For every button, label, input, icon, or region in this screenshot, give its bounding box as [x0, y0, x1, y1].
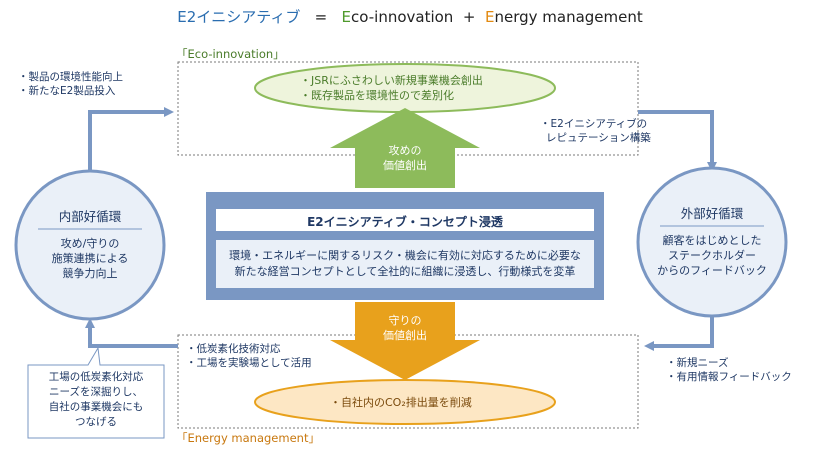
callout-line-4: つなげる — [75, 416, 117, 428]
center-heading: E2イニシアティブ・コンセプト浸透 — [307, 215, 503, 229]
attack-line-2: 価値創出 — [383, 159, 427, 172]
external-circle-shape — [636, 166, 788, 318]
loop-right-top — [638, 110, 717, 172]
attack-arrow-label: 攻めの 価値創出 — [370, 143, 440, 173]
callout-line-2: ニーズを深掘りし、 — [49, 386, 143, 398]
center-body-1: 環境・エネルギーに関するリスク・機会に有効に対応するために必要な — [229, 249, 581, 262]
eco-frame-label: 「Eco-innovation」 — [176, 47, 285, 61]
right-bottom-note-2: ・有用情報フィードバック — [666, 371, 792, 383]
energy-note-2: ・工場を実験場として活用 — [186, 357, 312, 369]
eco-line-2: ・既存製品を環境性ので差別化 — [300, 89, 454, 102]
energy-left-notes: ・低炭素化技術対応 ・工場を実験場として活用 — [186, 342, 312, 370]
loop-left-bottom — [85, 318, 178, 348]
internal-body-2: 施策連携による — [51, 252, 129, 265]
right-top-note-1: ・E2イニシアティブの — [540, 118, 648, 130]
internal-circle-title: 内部好循環 — [58, 209, 122, 224]
title-e2: E2イニシアティブ — [177, 8, 301, 26]
defense-line-2: 価値創出 — [383, 329, 427, 342]
title-eco-letter: E — [341, 8, 352, 26]
energy-frame-label: 「Energy management」 — [176, 431, 320, 445]
eco-ellipse-text: ・JSRにふさわしい新規事業機会創出 ・既存製品を環境性ので差別化 — [300, 73, 483, 103]
center-heading-bar — [216, 209, 594, 231]
external-circle-body: 顧客をはじめとした ステークホルダー からのフィードバック — [645, 233, 779, 278]
energy-note-1: ・低炭素化技術対応 — [186, 343, 281, 355]
loop-left-top — [88, 107, 174, 172]
title-energy-letter: E — [484, 8, 495, 26]
callout-line-3: 自社の事業機会にも — [48, 401, 144, 413]
external-body-2: ステークホルダー — [668, 249, 756, 262]
left-top-note-2: ・新たなE2製品投入 — [18, 85, 116, 97]
internal-body-1: 攻め/守りの — [60, 237, 120, 250]
callout-line-1: 工場の低炭素化対応 — [48, 371, 144, 383]
defense-line-1: 守りの — [388, 314, 422, 327]
eco-line-1: ・JSRにふさわしい新規事業機会創出 — [300, 74, 483, 87]
left-top-note-1: ・製品の環境性能向上 — [18, 71, 123, 83]
title-energy-rest: nergy management — [494, 8, 643, 26]
right-bottom-note-1: ・新規ニーズ — [666, 357, 729, 369]
eco-innovation-frame — [177, 61, 639, 156]
callout-text: 工場の低炭素化対応 ニーズを深掘りし、 自社の事業機会にも つなげる — [28, 370, 164, 430]
internal-body-3: 競争力向上 — [62, 267, 118, 280]
internal-circle-shape — [14, 169, 166, 321]
defense-arrow-shape — [330, 302, 480, 380]
callout-box-shape — [27, 346, 165, 439]
loop-right-bottom — [644, 312, 714, 351]
center-body: 環境・エネルギーに関するリスク・機会に有効に対応するために必要な 新たな経営コン… — [216, 248, 594, 280]
defense-arrow-label: 守りの 価値創出 — [370, 313, 440, 343]
right-bottom-notes: ・新規ニーズ ・有用情報フィードバック — [666, 356, 792, 384]
right-top-notes: ・E2イニシアティブの レピュテーション構築 — [540, 117, 651, 145]
attack-arrow-shape — [330, 108, 480, 188]
external-body-1: 顧客をはじめとした — [662, 234, 762, 247]
right-top-note-2: レピュテーション構築 — [546, 132, 651, 144]
center-body-bg — [216, 240, 594, 288]
left-top-notes: ・製品の環境性能向上 ・新たなE2製品投入 — [18, 70, 123, 98]
energy-ellipse-text: ・自社内のCO₂排出量を削減 — [330, 396, 472, 409]
external-body-3: からのフィードバック — [657, 264, 767, 277]
page-title: E2イニシアティブ = Eco-innovation + Energy mana… — [0, 6, 820, 27]
title-plus: + — [462, 8, 476, 26]
title-eco-rest: co-innovation — [351, 8, 454, 26]
external-circle-title: 外部好循環 — [680, 206, 744, 221]
attack-line-1: 攻めの — [388, 144, 422, 157]
title-equals: = — [314, 8, 328, 26]
center-body-2: 新たな経営コンセプトとして全社的に組織に浸透し、行動様式を変革 — [234, 265, 576, 278]
internal-circle-body: 攻め/守りの 施策連携による 競争力向上 — [30, 236, 150, 281]
